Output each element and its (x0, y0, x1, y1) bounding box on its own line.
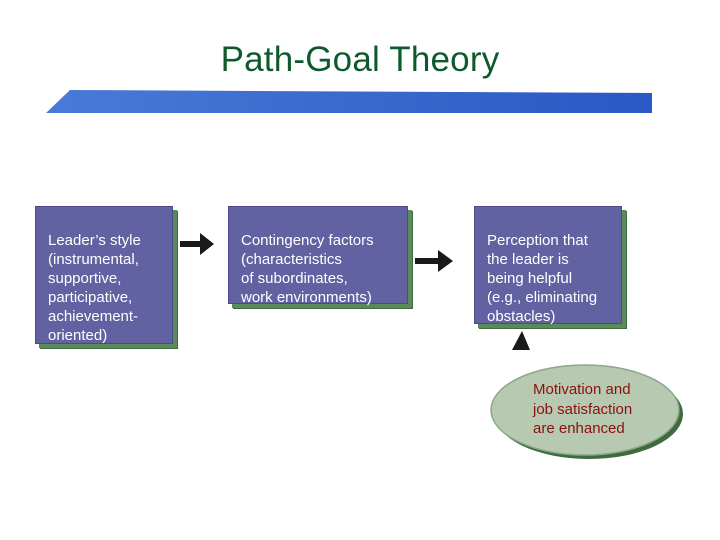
arrow-perception-to-outcome (512, 331, 530, 350)
contingency-factors-text: Contingency factors (characteristics of … (241, 232, 374, 306)
contingency-factors-box: Contingency factors (characteristics of … (228, 206, 408, 306)
perception-text: Perception that the leader is being help… (487, 232, 598, 325)
outcome-text: Motivation and job satisfaction are enha… (533, 381, 633, 437)
leaders-style-text: Leader’s style (instrumental, supportive… (48, 232, 141, 344)
slide-title: Path-Goal Theory (220, 40, 500, 79)
arrow-contingency-to-perception (415, 250, 453, 272)
title-band-shape (46, 90, 652, 113)
title-underline-band (46, 90, 652, 113)
arrow-style-to-contingency (180, 233, 214, 255)
perception-box: Perception that the leader is being help… (474, 206, 622, 325)
outcome-ellipse (490, 364, 683, 459)
leaders-style-box: Leader’s style (instrumental, supportive… (35, 206, 173, 344)
